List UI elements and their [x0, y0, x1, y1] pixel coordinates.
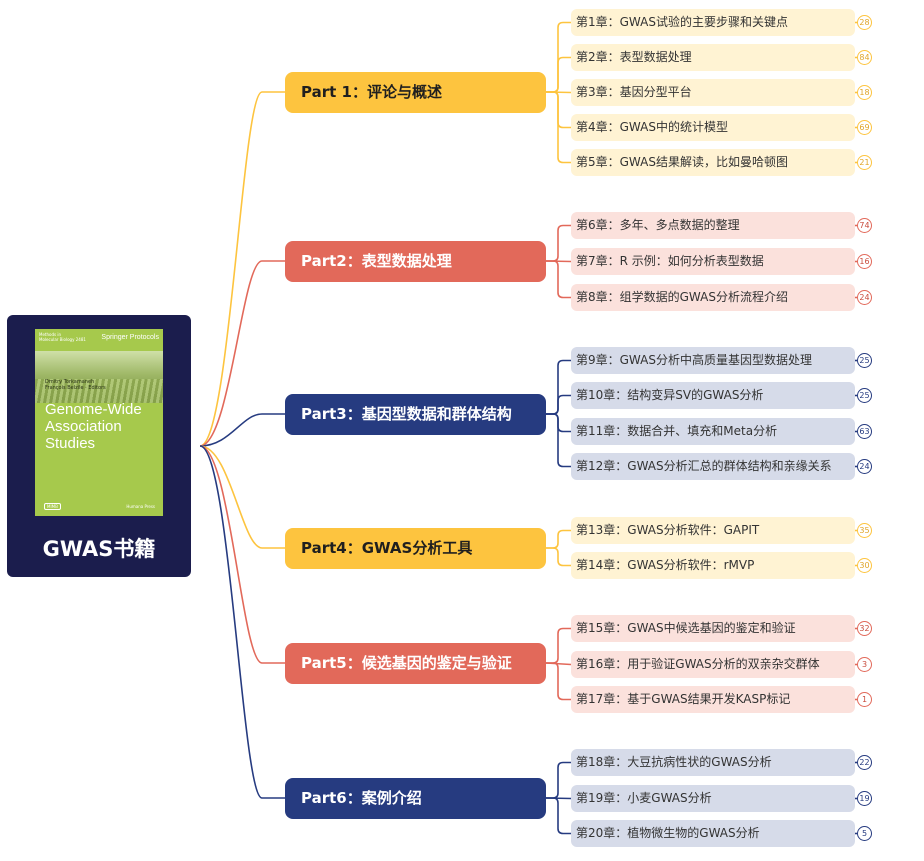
cover-imprint: Humana Press — [126, 504, 155, 509]
cover-editors: Dmitry Torkamaneh François Belzile · Edi… — [45, 379, 106, 391]
root-label: GWAS书籍 — [42, 537, 156, 561]
chapter-count-badge: 63 — [857, 424, 872, 439]
root-to-part-line-6 — [199, 445, 285, 799]
chapter-node[interactable]: 第16章：用于验证GWAS分析的双亲杂交群体 — [571, 651, 855, 678]
chapter-count-badge: 28 — [857, 15, 872, 30]
part-node-6[interactable]: Part6：案例介绍 — [285, 778, 546, 819]
chapter-node[interactable]: 第4章：GWAS中的统计模型 — [571, 114, 855, 141]
chapter-node[interactable]: 第17章：基于GWAS结果开发KASP标记 — [571, 686, 855, 713]
chapter-count-badge: 24 — [857, 290, 872, 305]
root-to-part-line-1 — [199, 91, 285, 447]
chapter-count-badge: 24 — [857, 459, 872, 474]
part-1-chapter-line-5 — [546, 91, 571, 164]
root-to-part-line-3 — [199, 413, 285, 447]
cover-wheat-photo — [35, 351, 163, 403]
chapter-count-badge: 5 — [857, 826, 872, 841]
part-4-chapter-line-1 — [546, 529, 571, 549]
chapter-node[interactable]: 第14章：GWAS分析软件：rMVP — [571, 552, 855, 579]
chapter-node[interactable]: 第13章：GWAS分析软件：GAPIT — [571, 517, 855, 544]
chapter-count-badge: 84 — [857, 50, 872, 65]
part-node-2[interactable]: Part2：表型数据处理 — [285, 241, 546, 282]
chapter-count-badge: 22 — [857, 755, 872, 770]
part-1-chapter-line-2 — [546, 56, 571, 93]
part-4-chapter-line-2 — [546, 547, 571, 567]
chapter-node[interactable]: 第3章：基因分型平台 — [571, 79, 855, 106]
chapter-node[interactable]: 第19章：小麦GWAS分析 — [571, 785, 855, 812]
chapter-node[interactable]: 第8章：组学数据的GWAS分析流程介绍 — [571, 284, 855, 311]
chapter-node[interactable]: 第6章：多年、多点数据的整理 — [571, 212, 855, 239]
chapter-count-badge: 35 — [857, 523, 872, 538]
chapter-count-badge: 3 — [857, 657, 872, 672]
part-3-chapter-line-2 — [546, 394, 571, 415]
chapter-node[interactable]: 第11章：数据合并、填充和Meta分析 — [571, 418, 855, 445]
chapter-node[interactable]: 第18章：大豆抗病性状的GWAS分析 — [571, 749, 855, 776]
chapter-node[interactable]: 第5章：GWAS结果解读，比如曼哈顿图 — [571, 149, 855, 176]
part-node-1[interactable]: Part 1：评论与概述 — [285, 72, 546, 113]
chapter-count-badge: 1 — [857, 692, 872, 707]
part-6-chapter-line-3 — [546, 797, 571, 835]
chapter-count-badge: 69 — [857, 120, 872, 135]
cover-publisher-series: Springer Protocols — [101, 334, 159, 341]
book-cover-image: Methods in Molecular Biology 2481 Spring… — [35, 329, 163, 516]
chapter-node[interactable]: 第1章：GWAS试验的主要步骤和关键点 — [571, 9, 855, 36]
part-6-chapter-line-1 — [546, 761, 571, 799]
chapter-count-badge: 25 — [857, 353, 872, 368]
chapter-node[interactable]: 第20章：植物微生物的GWAS分析 — [571, 820, 855, 847]
root-node[interactable]: Methods in Molecular Biology 2481 Spring… — [7, 315, 191, 577]
chapter-count-badge: 21 — [857, 155, 872, 170]
chapter-count-badge: 32 — [857, 621, 872, 636]
part-3-chapter-line-4 — [546, 413, 571, 468]
chapter-count-badge: 30 — [857, 558, 872, 573]
part-node-5[interactable]: Part5：候选基因的鉴定与验证 — [285, 643, 546, 684]
chapter-node[interactable]: 第7章：R 示例：如何分析表型数据 — [571, 248, 855, 275]
chapter-count-badge: 25 — [857, 388, 872, 403]
cover-series-badge: MIMB — [44, 503, 61, 510]
root-to-part-line-2 — [199, 260, 285, 447]
chapter-count-badge: 74 — [857, 218, 872, 233]
chapter-node[interactable]: 第2章：表型数据处理 — [571, 44, 855, 71]
chapter-node[interactable]: 第12章：GWAS分析汇总的群体结构和亲缘关系 — [571, 453, 855, 480]
part-5-chapter-line-1 — [546, 627, 571, 664]
part-node-3[interactable]: Part3：基因型数据和群体结构 — [285, 394, 546, 435]
chapter-node[interactable]: 第15章：GWAS中候选基因的鉴定和验证 — [571, 615, 855, 642]
root-to-part-line-5 — [199, 445, 285, 664]
part-2-chapter-line-1 — [546, 224, 571, 262]
cover-title: Genome-Wide Association Studies — [45, 401, 142, 452]
part-2-chapter-line-3 — [546, 260, 571, 299]
part-node-4[interactable]: Part4：GWAS分析工具 — [285, 528, 546, 569]
part-5-chapter-line-3 — [546, 662, 571, 701]
chapter-count-badge: 16 — [857, 254, 872, 269]
cover-series-text: Methods in Molecular Biology 2481 — [39, 332, 86, 342]
root-to-part-line-4 — [199, 445, 285, 549]
chapter-node[interactable]: 第9章：GWAS分析中高质量基因型数据处理 — [571, 347, 855, 374]
chapter-count-badge: 18 — [857, 85, 872, 100]
chapter-node[interactable]: 第10章：结构变异SV的GWAS分析 — [571, 382, 855, 409]
chapter-count-badge: 19 — [857, 791, 872, 806]
